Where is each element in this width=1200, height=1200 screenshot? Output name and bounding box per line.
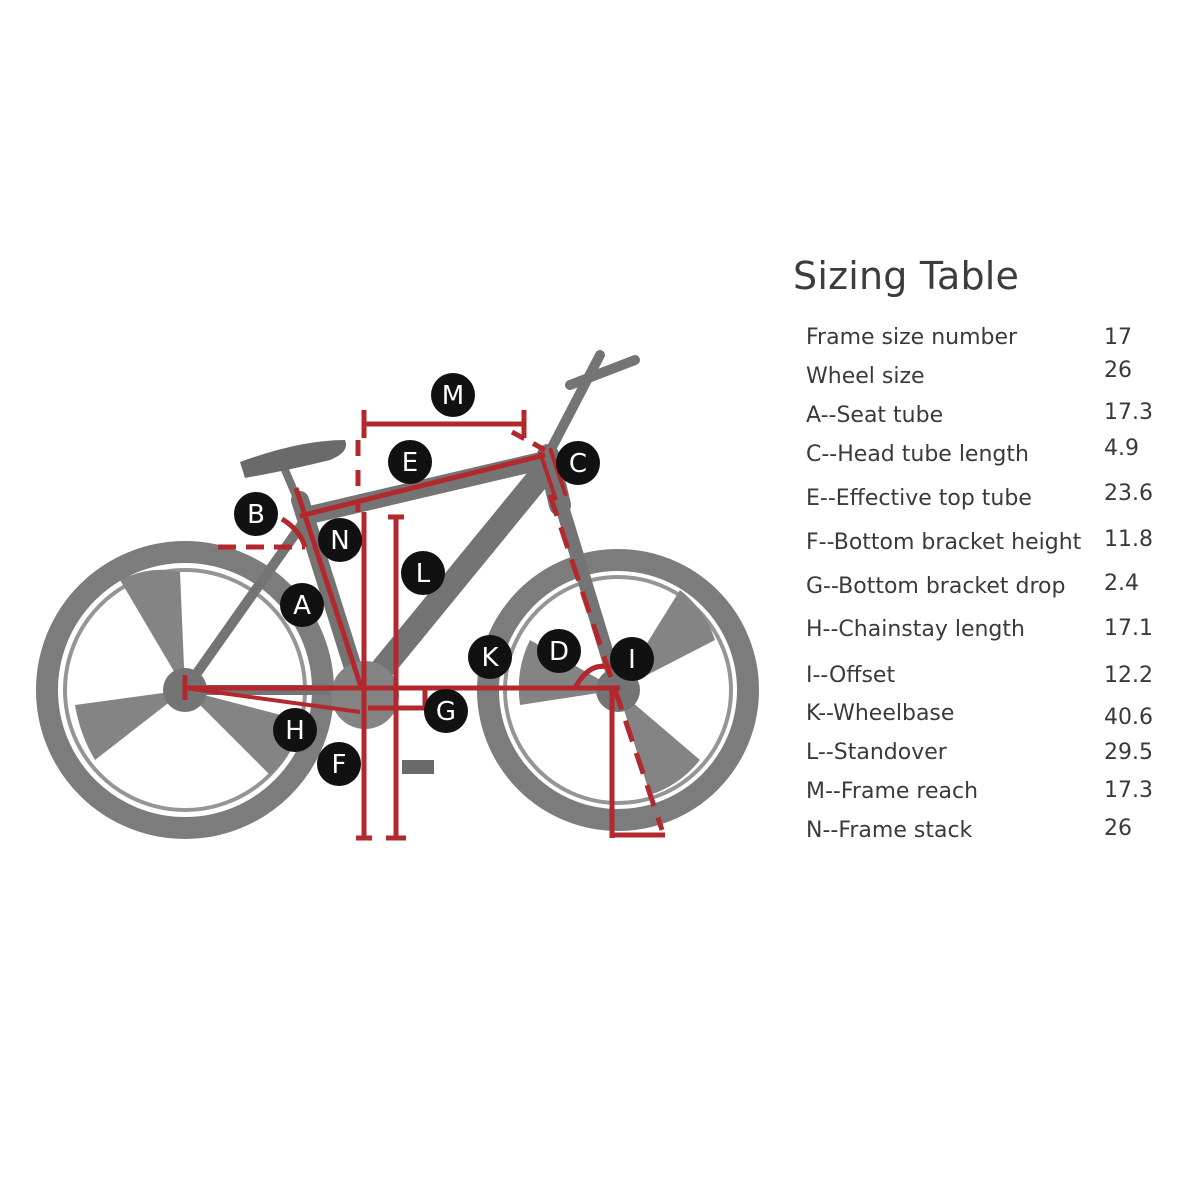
- row-value: 23.6: [1104, 481, 1153, 506]
- badge-l: L: [401, 551, 445, 595]
- row-value: 12.2: [1104, 663, 1153, 688]
- row-value: 17.1: [1104, 616, 1153, 641]
- badge-n: N: [318, 518, 362, 562]
- badge-a: A: [280, 583, 324, 627]
- row-label: N--Frame stack: [806, 818, 973, 843]
- row-label: Frame size number: [806, 325, 1018, 350]
- svg-text:M: M: [442, 381, 464, 411]
- badge-k: K: [468, 635, 512, 679]
- row-label: G--Bottom bracket drop: [806, 574, 1066, 599]
- row-value: 17.3: [1104, 778, 1153, 803]
- badge-g: G: [424, 689, 468, 733]
- badge-b: B: [234, 492, 278, 536]
- row-label: Wheel size: [806, 364, 925, 389]
- row-label: M--Frame reach: [806, 779, 979, 804]
- row-value: 11.8: [1104, 527, 1153, 552]
- row-label: F--Bottom bracket height: [806, 530, 1082, 555]
- svg-text:K: K: [481, 643, 499, 673]
- row-value: 17.3: [1104, 400, 1153, 425]
- row-label: C--Head tube length: [806, 442, 1029, 467]
- row-label: I--Offset: [806, 663, 896, 688]
- row-value: 29.5: [1104, 740, 1153, 765]
- row-value: 4.9: [1104, 436, 1139, 461]
- badge-d: D: [537, 629, 581, 673]
- row-label: E--Effective top tube: [806, 486, 1032, 511]
- sizing-table-title: Sizing Table: [793, 254, 1020, 298]
- svg-text:F: F: [332, 750, 347, 780]
- badge-c: C: [556, 441, 600, 485]
- svg-text:A: A: [293, 591, 311, 621]
- svg-text:G: G: [436, 697, 456, 727]
- svg-text:H: H: [285, 716, 305, 746]
- row-value: 2.4: [1104, 571, 1139, 596]
- svg-text:E: E: [402, 448, 418, 478]
- row-label: H--Chainstay length: [806, 617, 1025, 642]
- badge-m: M: [431, 373, 475, 417]
- row-label: L--Standover: [806, 740, 947, 765]
- row-value: 26: [1104, 816, 1132, 841]
- badge-e: E: [388, 440, 432, 484]
- saddle: [240, 440, 346, 478]
- row-value: 26: [1104, 358, 1132, 383]
- badge-i: I: [610, 637, 654, 681]
- badge-h: H: [273, 708, 317, 752]
- badge-f: F: [317, 742, 361, 786]
- svg-text:D: D: [549, 637, 569, 667]
- svg-text:I: I: [628, 645, 636, 675]
- svg-text:L: L: [416, 559, 431, 589]
- row-label: A--Seat tube: [806, 403, 944, 428]
- svg-text:N: N: [330, 526, 349, 556]
- measurement-lines: [182, 410, 665, 841]
- svg-text:C: C: [569, 449, 587, 479]
- row-value: 40.6: [1104, 705, 1153, 730]
- svg-text:B: B: [247, 500, 265, 530]
- row-value: 17: [1104, 325, 1132, 350]
- row-label: K--Wheelbase: [806, 701, 955, 726]
- pedal: [402, 760, 434, 774]
- measurement-badges: M E C B N L A K D I G H F: [234, 373, 654, 786]
